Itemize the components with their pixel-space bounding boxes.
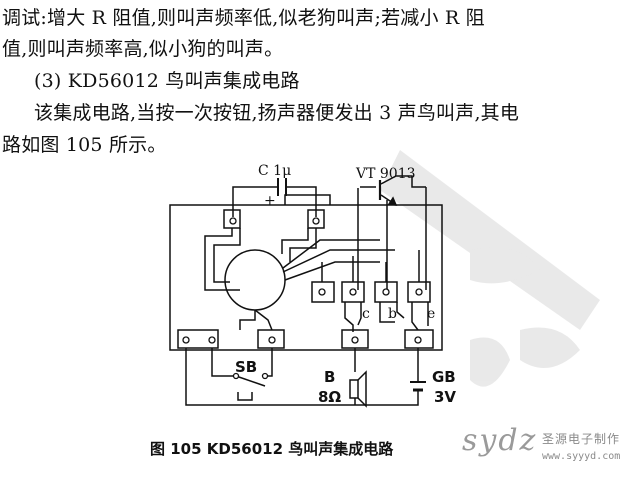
pad — [257, 329, 285, 349]
pin-e-label: e — [427, 306, 435, 322]
pad — [404, 329, 434, 349]
paragraph-line-4: 该集成电路,当按一次按钮,扬声器便发出 3 声鸟叫声,其电 — [34, 102, 520, 124]
capacitor-wire-right — [286, 186, 317, 217]
pin-b-label: b — [388, 306, 397, 322]
paragraph-line-5: 路如图 105 所示。 — [2, 134, 167, 156]
pin-c-label: c — [362, 306, 370, 322]
capacitor-plus: + — [264, 193, 276, 209]
watermark-logo: sydz — [462, 423, 538, 458]
pad — [177, 329, 219, 349]
capacitor-wire-left — [232, 186, 278, 217]
pcb-board — [169, 204, 443, 351]
watermark-url: www.syyyd.com — [542, 451, 621, 462]
watermark-stamp — [380, 150, 600, 387]
speaker-value: 8Ω — [318, 388, 341, 406]
switch-sb-circuit — [185, 348, 247, 406]
ic-chip-blob — [224, 249, 286, 311]
capacitor-label: C 1μ — [258, 163, 291, 179]
battery-label: GB — [432, 368, 456, 386]
figure-caption: 图 105 KD56012 鸟叫声集成电路 — [150, 440, 394, 458]
battery-value: 3V — [434, 388, 456, 406]
transistor-label: VT 9013 — [355, 166, 416, 182]
watermark-name: 圣源电子制作 — [542, 432, 621, 446]
section-heading: (3) KD56012 鸟叫声集成电路 — [34, 70, 300, 92]
speaker-label: B — [324, 368, 335, 386]
switch-label: SB — [235, 358, 257, 376]
paragraph-line-1: 调试:增大 R 阻值,则叫声频率低,似老狗叫声;若减小 R 阻 — [2, 7, 485, 29]
paragraph-line-2: 值,则叫声频率高,似小狗的叫声。 — [2, 38, 284, 60]
pad — [311, 281, 335, 303]
